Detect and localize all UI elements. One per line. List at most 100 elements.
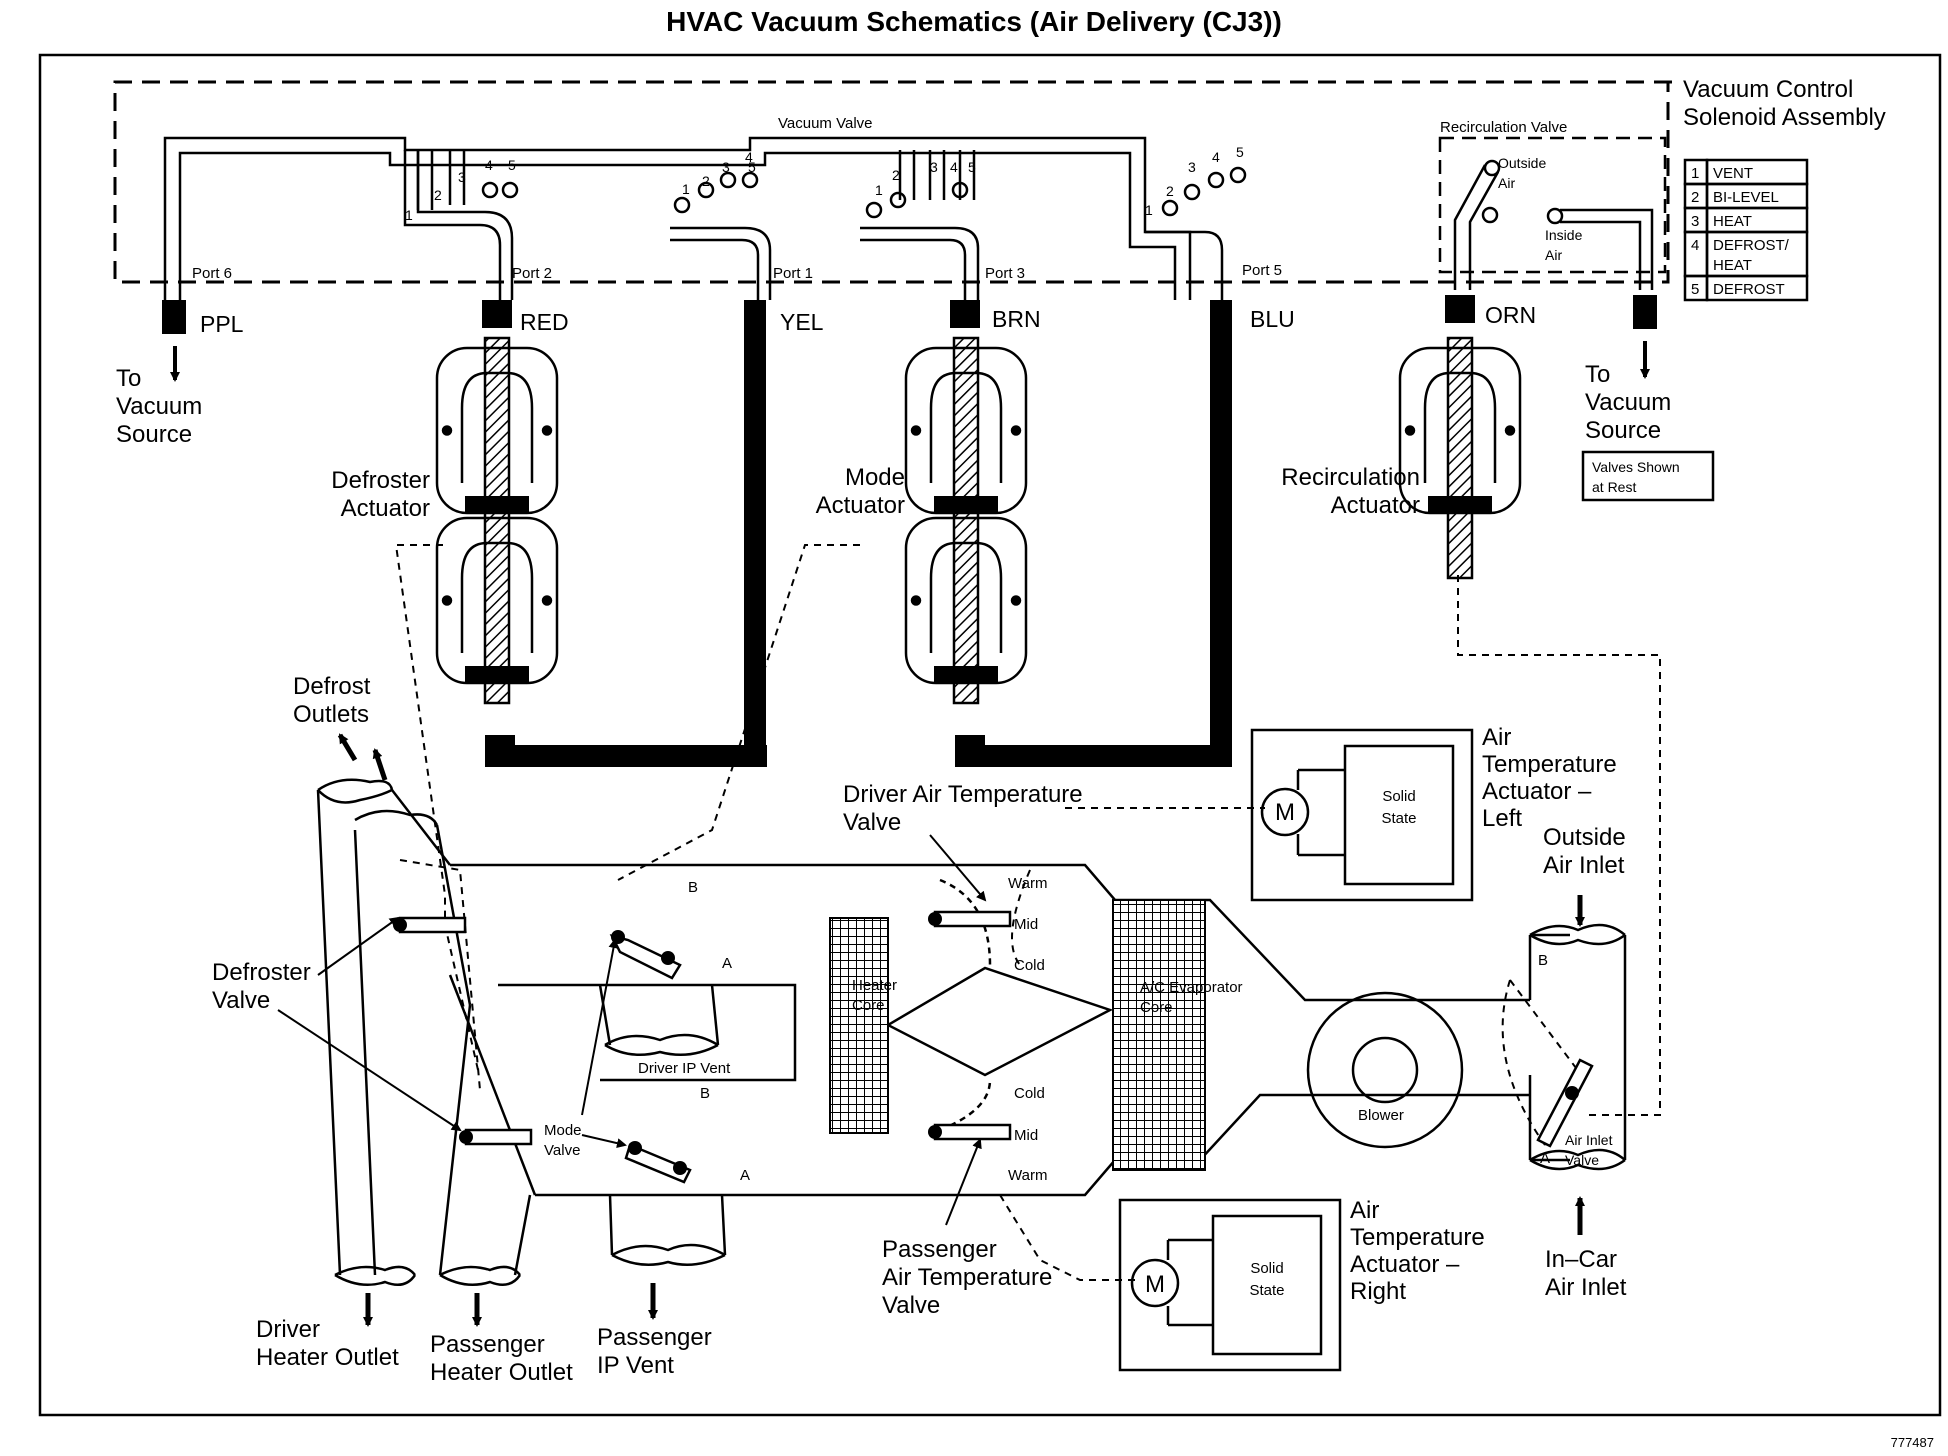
port-number: 1 [682,181,690,197]
port-number: 1 [875,182,883,198]
vacuum-source-arrows [170,341,1650,382]
port-number: 3 [722,159,730,175]
position-b: B [1538,952,1548,969]
port-number: 2 [702,173,710,189]
mode-number: 1 [1691,165,1699,182]
hose-ppl: PPL [200,311,244,337]
mode-label: HEAT [1713,213,1752,230]
port-number: 4 [485,157,493,173]
mode-row: 5 DEFROST [1683,274,1809,302]
heater-core-grid [829,917,889,1134]
port-number: 4 [745,149,753,165]
vacuum-valve [163,136,1224,300]
position-a: A [722,955,732,972]
actuators [435,336,1522,705]
mode-label: DEFROST [1713,281,1785,298]
hose-yel: YEL [780,309,824,335]
air-ducts [316,778,1627,1287]
mode-label: VENT [1713,165,1753,182]
port-number: 4 [950,159,958,175]
warm-position: Warm [1008,1167,1047,1184]
hose-red: RED [520,309,569,335]
position-b: B [688,879,698,896]
air-temp-actuator-left-box [1250,728,1474,902]
mode-number: 5 [1691,281,1699,298]
air-temp-actuator-right-box [1118,1198,1342,1372]
hose-connectors [162,295,1657,334]
port-number: 1 [405,207,413,223]
mode-label: DEFROST/ [1713,237,1790,254]
hose-brn: BRN [992,306,1041,332]
blower-label: Blower [1358,1107,1404,1124]
port-number: 5 [968,159,976,175]
blower [1306,991,1464,1149]
mode-row: 3 HEAT [1683,206,1809,234]
port-number: 5 [1236,144,1244,160]
solenoid-assembly [113,80,1672,284]
port-number: 2 [434,187,442,203]
mode-row: 1 VENT [1683,158,1809,186]
position-a: A [740,1167,750,1184]
evaporator-grid [1112,899,1206,1171]
linkage-dashes [394,544,1661,1281]
mode-number: 3 [1691,213,1699,230]
driver-ip-vent-label: Driver IP Vent [638,1060,731,1077]
vacuum-hoses [485,300,1232,767]
port-number: 5 [508,157,516,173]
port-number: 3 [930,159,938,175]
cold-position: Cold [1014,957,1045,974]
mode-label: HEAT [1713,257,1752,274]
port-number: 4 [1212,149,1220,165]
motor-symbol-right: M [1145,1271,1165,1298]
port-number: 1 [1145,202,1153,218]
outer-frame [38,53,1942,1417]
hose-orn: ORN [1485,302,1536,328]
port-1-label: Port 1 [773,265,813,282]
vacuum-valve-label: Vacuum Valve [778,115,873,132]
leader-arrows [277,834,987,1226]
outlet-arrows [337,733,1585,1327]
port-number: 3 [458,169,466,185]
mode-number: 2 [1691,189,1699,206]
port-number: 2 [1166,183,1174,199]
port-2-label: Port 2 [512,265,552,282]
cold-position: Cold [1014,1085,1045,1102]
motor-symbol-left: M [1275,799,1295,826]
diagram-title: HVAC Vacuum Schematics (Air Delivery (CJ… [666,6,1282,37]
mid-position: Mid [1014,1127,1038,1144]
position-a: A [1540,1150,1550,1167]
hose-blu: BLU [1250,306,1295,332]
mid-position: Mid [1014,916,1038,933]
port-6-label: Port 6 [192,265,232,282]
port-5-label: Port 5 [1242,262,1282,279]
warm-position: Warm [1008,875,1047,892]
